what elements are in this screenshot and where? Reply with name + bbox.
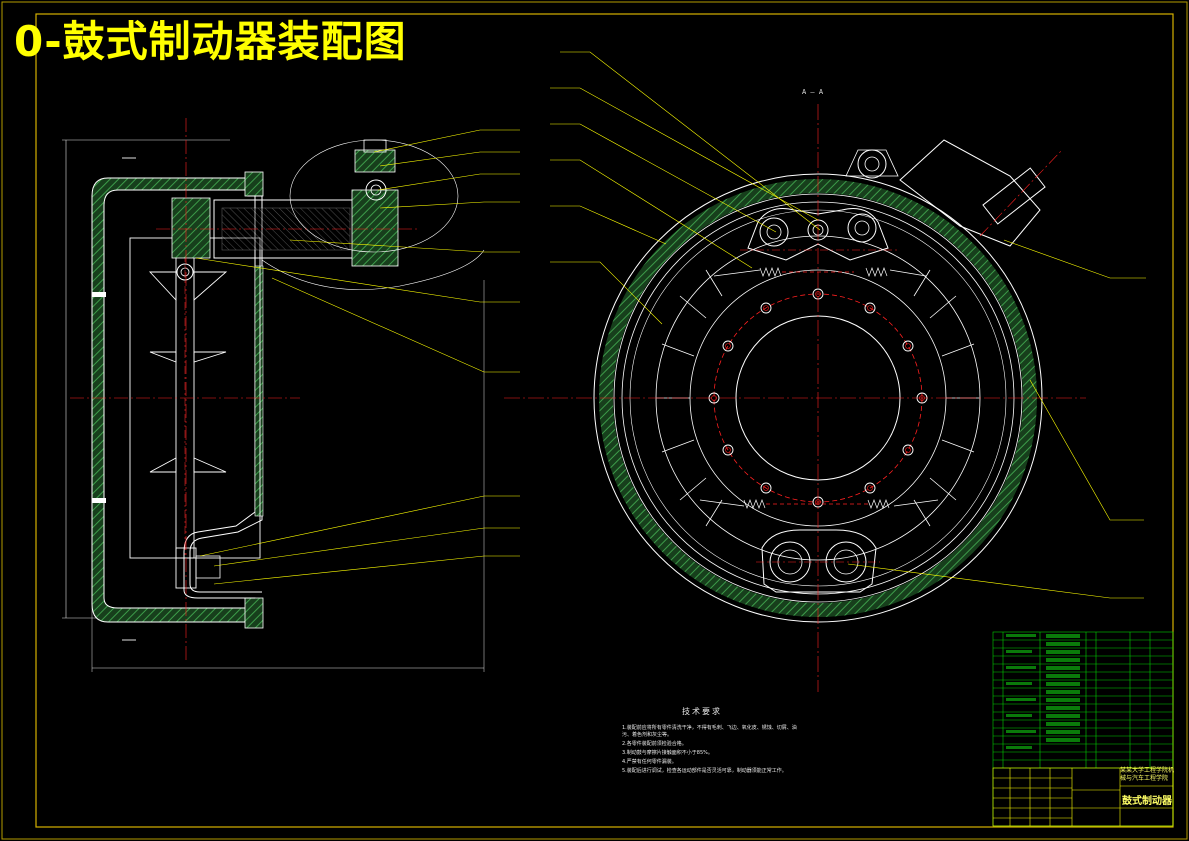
technical-requirements: 技术要求 1.装配前应将所有零件清洗干净，不得有毛刺、飞边、氧化皮、锈蚀、切屑、… [622,706,802,777]
tech-requirement-item: 4.严禁有任何零件漏装。 [622,759,677,765]
front-view [504,51,1146,692]
tech-requirement-item: 2.各零件装配前须检验合格。 [622,741,687,747]
bolt-holes [708,288,928,508]
tech-requirement-item: 1.装配前应将所有零件清洗干净，不得有毛刺、飞边、氧化皮、锈蚀、切屑、油污、着色… [622,725,797,738]
tech-requirement-item: 3.制动鼓与摩擦片接触面积不小于85%。 [622,750,713,756]
tech-requirements-heading: 技术要求 [682,707,722,716]
tech-requirement-item: 5.装配后进行调试，检查各运动部件是否灵活可靠，制动器须能正常工作。 [622,768,787,774]
drawing-title: 0-鼓式制动器装配图 [14,17,407,66]
title-block-school: 某某大学工程学院机械与汽车工程学院 [1120,767,1175,782]
drawing-frame-inner [35,13,1174,828]
side-section-view [62,118,520,672]
title-block-drawing-name: 鼓式制动器 [1122,796,1172,807]
section-label: A — A [802,88,824,96]
